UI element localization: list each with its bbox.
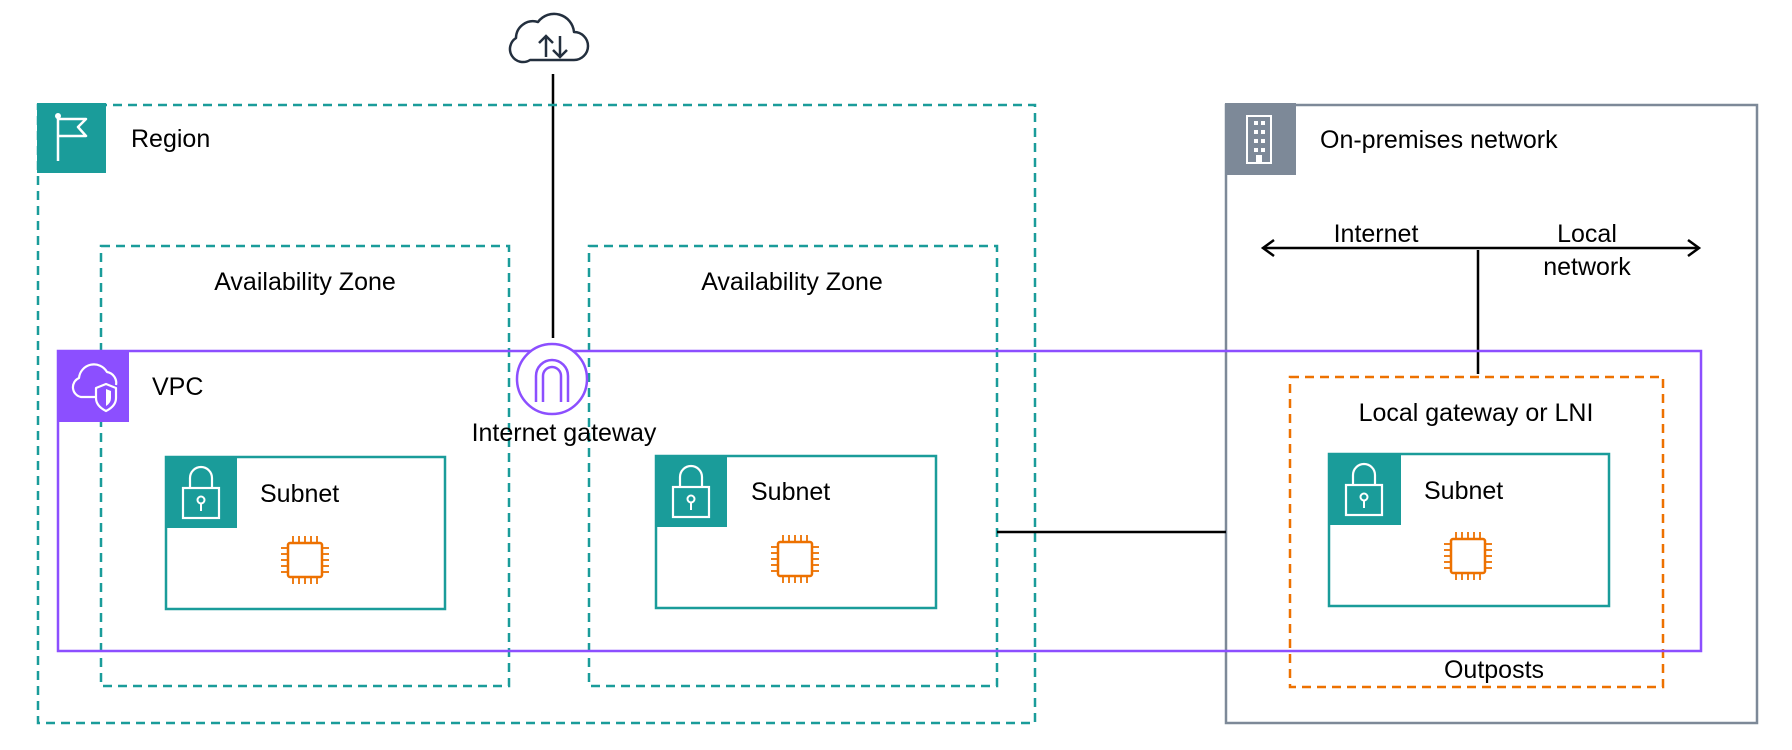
availability-zone-label: Availability Zone [701,268,883,296]
subnet-label: Subnet [1424,477,1503,505]
region-label: Region [131,125,210,153]
availability-zone-label: Availability Zone [214,268,396,296]
cloud-shield-icon [57,350,129,422]
flag-icon [37,103,106,173]
local-gateway-label: Local gateway or LNI [1359,399,1594,427]
local-network-label-line2: network [1543,253,1631,281]
internet-gateway-label: Internet gateway [472,419,657,447]
arrowhead-left-icon [1260,238,1275,258]
outposts-label: Outposts [1444,656,1544,684]
internet-cloud-icon [508,12,590,64]
on-premises-label: On-premises network [1320,126,1558,154]
padlock-icon [1328,453,1401,525]
local-network-label-line1: Local [1557,220,1617,248]
on-premises-boundary [1224,103,1759,725]
gateway-arch-icon [515,342,589,416]
outposts-boundary [1288,375,1665,689]
chip-icon [281,536,329,584]
region-boundary [36,103,1037,725]
padlock-icon [655,455,727,527]
chip-icon [1444,532,1492,580]
availability-zone-boundary [99,244,511,688]
padlock-icon [165,456,237,528]
subnet-label: Subnet [260,480,339,508]
vpc-label: VPC [152,373,203,401]
building-icon [1225,103,1296,175]
internet-label: Internet [1334,220,1419,248]
subnet-label: Subnet [751,478,830,506]
arrowhead-right-icon [1687,238,1702,258]
availability-zone-boundary [587,244,999,688]
chip-icon [771,535,819,583]
vpc-boundary [56,349,1703,653]
